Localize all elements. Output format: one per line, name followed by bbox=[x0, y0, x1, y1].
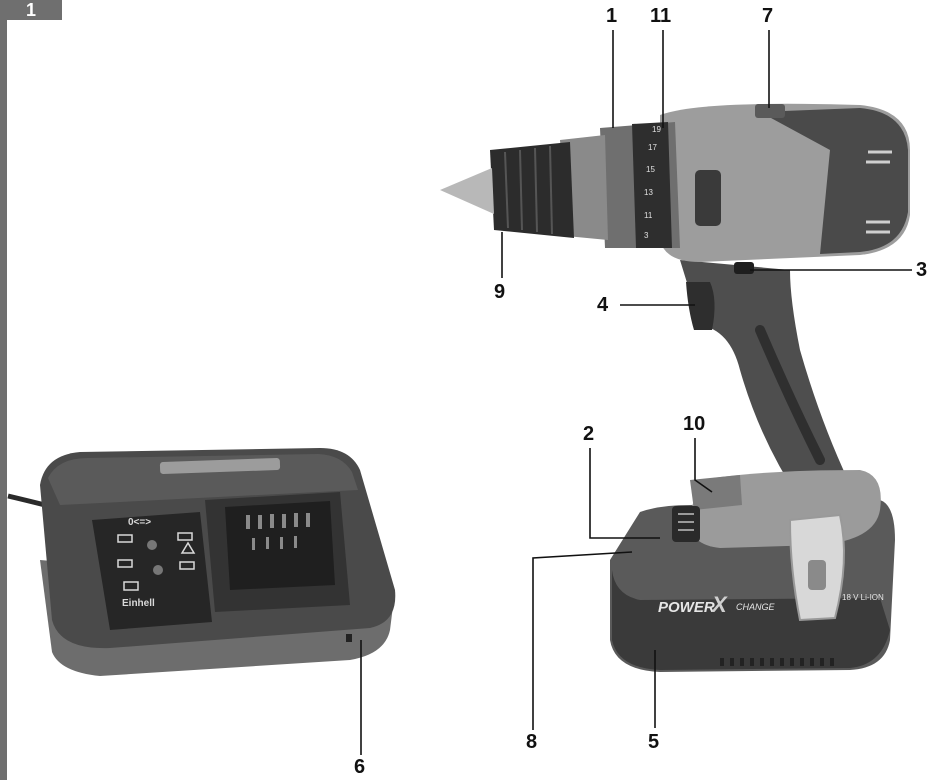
drill-torque-scale: 3 11 13 15 17 19 bbox=[644, 125, 661, 240]
drill-torque-scale-ring bbox=[632, 122, 672, 248]
leader-10 bbox=[694, 438, 713, 493]
callout-5: 5 bbox=[648, 731, 660, 753]
leader-2 bbox=[589, 448, 660, 539]
figure-number-tab: 1 bbox=[0, 0, 62, 20]
battery-charge-indicator bbox=[672, 506, 700, 542]
callout-1: 1 bbox=[606, 5, 618, 27]
callout-3: 3 bbox=[916, 259, 928, 281]
charger-label-strip bbox=[159, 458, 281, 474]
charger-connect-symbol: 0<=> bbox=[128, 517, 151, 528]
callout-8: 8 bbox=[526, 731, 538, 753]
drill-rear-cap bbox=[760, 108, 908, 254]
leader-8 bbox=[532, 551, 633, 730]
drill-chuck-ribs bbox=[504, 145, 553, 235]
callout-6: 6 bbox=[354, 756, 366, 778]
svg-text:13: 13 bbox=[644, 188, 653, 197]
battery-vent-grille bbox=[720, 658, 834, 666]
battery-icon bbox=[117, 559, 133, 568]
battery-release-button bbox=[690, 475, 742, 510]
battery-change-text: CHANGE bbox=[736, 602, 776, 612]
charger-cable bbox=[7, 493, 46, 508]
figure-side-bar bbox=[0, 20, 7, 780]
drill-chuck-sleeve bbox=[490, 142, 574, 238]
drill-vents bbox=[866, 150, 892, 234]
battery-check-icon bbox=[123, 581, 139, 591]
drill-trigger bbox=[686, 282, 715, 330]
charger-panel-icons bbox=[117, 532, 196, 591]
callout-11: 11 bbox=[650, 5, 672, 27]
drill-grip-inlay bbox=[755, 325, 825, 465]
svg-text:17: 17 bbox=[648, 143, 657, 152]
battery-icon bbox=[179, 561, 195, 570]
drill-side-panel bbox=[695, 170, 721, 226]
battery-brand-text: POWER bbox=[658, 599, 715, 616]
warning-icon bbox=[180, 541, 196, 554]
callout-2: 2 bbox=[583, 423, 595, 445]
drill-direction-switch bbox=[734, 262, 754, 274]
callout-10: 10 bbox=[683, 413, 706, 435]
charger-control-panel bbox=[92, 512, 212, 630]
battery-voltage-text: 18 V Li-ION bbox=[842, 593, 884, 602]
drill-chuck-jaws bbox=[440, 168, 494, 214]
svg-text:11: 11 bbox=[644, 211, 653, 220]
charger-contacts bbox=[246, 513, 310, 550]
charger-indicator bbox=[346, 634, 352, 642]
svg-text:3: 3 bbox=[644, 231, 649, 240]
status-led-icon bbox=[153, 565, 163, 575]
status-led-icon bbox=[147, 540, 157, 550]
leader-lines bbox=[360, 30, 912, 755]
battery-indicator-bars bbox=[678, 513, 694, 531]
battery-icon bbox=[117, 534, 133, 543]
drill-gear-selector bbox=[755, 104, 785, 118]
charger-brand-text: Einhell bbox=[122, 598, 155, 609]
battery-lower bbox=[612, 570, 890, 670]
charger: 0<=> Einhell bbox=[7, 448, 396, 676]
svg-text:19: 19 bbox=[652, 125, 661, 134]
battery-brand-x: X bbox=[710, 592, 728, 617]
callout-9: 9 bbox=[494, 281, 506, 303]
battery-pack: POWER X CHANGE 18 V Li-ION bbox=[610, 470, 895, 672]
belt-clip-slot bbox=[808, 560, 826, 590]
charger-top-rim bbox=[48, 454, 358, 505]
battery-icon bbox=[177, 532, 193, 541]
drill: 3 11 13 15 17 19 bbox=[440, 103, 910, 500]
svg-text:15: 15 bbox=[646, 165, 655, 174]
callout-4: 4 bbox=[597, 294, 609, 316]
callout-7: 7 bbox=[762, 5, 774, 27]
